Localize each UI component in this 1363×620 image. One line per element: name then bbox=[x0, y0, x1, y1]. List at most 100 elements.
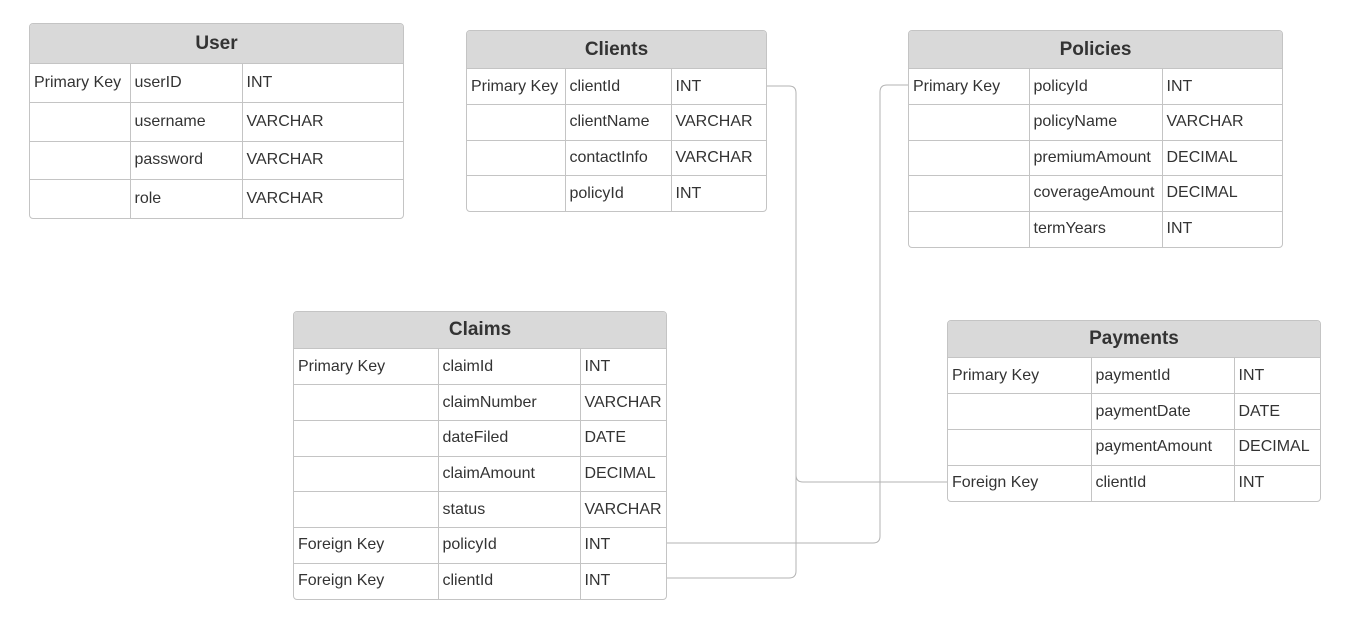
field-name-cell: policyName bbox=[1029, 104, 1163, 141]
connector-payments-clientid-to-clients bbox=[795, 474, 947, 483]
field-type-cell: DECIMAL bbox=[1162, 175, 1282, 212]
field-row[interactable]: Foreign Key clientId INT bbox=[294, 563, 666, 599]
field-type-cell: VARCHAR bbox=[671, 140, 766, 176]
field-row[interactable]: dateFiled DATE bbox=[294, 420, 666, 457]
field-type-cell: VARCHAR bbox=[580, 491, 666, 528]
field-row[interactable]: termYears INT bbox=[909, 211, 1282, 247]
entity-title: Payments bbox=[948, 321, 1320, 358]
field-row[interactable]: status VARCHAR bbox=[294, 491, 666, 528]
field-type-cell: VARCHAR bbox=[671, 104, 766, 141]
key-cell: Primary Key bbox=[30, 64, 131, 103]
field-type-cell: VARCHAR bbox=[246, 190, 324, 207]
field-row[interactable]: Foreign Key policyId INT bbox=[294, 527, 666, 564]
key-cell bbox=[294, 384, 439, 421]
field-type-cell: DECIMAL bbox=[580, 456, 666, 493]
field-table: Primary Key policyId INT policyName VARC… bbox=[909, 69, 1282, 247]
field-name-cell: role bbox=[130, 179, 243, 218]
key-cell bbox=[294, 456, 439, 493]
entity-title: Claims bbox=[294, 312, 666, 349]
field-name-cell: paymentAmount bbox=[1091, 429, 1235, 466]
field-type-cell: VARCHAR bbox=[242, 141, 403, 180]
field-table: Primary Key userID INT username VARCHAR … bbox=[30, 64, 403, 218]
field-type-cell: INT bbox=[675, 184, 702, 202]
field-row[interactable]: Primary Key paymentId INT bbox=[948, 358, 1320, 395]
field-type-cell: INT bbox=[1162, 69, 1282, 105]
entity-clients[interactable]: Clients Primary Key clientId INT clientN… bbox=[466, 30, 767, 212]
key-cell bbox=[30, 102, 131, 142]
field-name-cell: clientName bbox=[565, 104, 672, 141]
key-cell bbox=[30, 141, 131, 180]
field-row[interactable]: policyId INT bbox=[467, 175, 766, 211]
field-type-cell: DATE bbox=[1234, 393, 1320, 430]
entity-title: User bbox=[30, 24, 403, 64]
field-name-cell: dateFiled bbox=[438, 420, 581, 457]
field-row[interactable]: premiumAmount DECIMAL bbox=[909, 140, 1282, 176]
field-name-cell: paymentId bbox=[1091, 358, 1235, 395]
field-name-cell: paymentDate bbox=[1091, 393, 1235, 430]
field-name-cell: password bbox=[130, 141, 243, 180]
field-row[interactable]: password VARCHAR bbox=[30, 141, 403, 180]
field-type-cell: VARCHAR bbox=[1162, 104, 1282, 141]
key-cell bbox=[909, 140, 1030, 176]
key-cell bbox=[294, 420, 439, 457]
key-cell: Primary Key bbox=[294, 349, 439, 386]
field-row[interactable]: username VARCHAR bbox=[30, 102, 403, 142]
field-type-cell: INT bbox=[1166, 220, 1193, 237]
field-type-cell: DECIMAL bbox=[1162, 140, 1282, 176]
entity-payments[interactable]: Payments Primary Key paymentId INT payme… bbox=[947, 320, 1321, 502]
entity-claims[interactable]: Claims Primary Key claimId INT claimNumb… bbox=[293, 311, 667, 600]
key-cell bbox=[30, 179, 131, 218]
field-name-cell: userID bbox=[130, 64, 243, 103]
key-cell bbox=[909, 175, 1030, 212]
field-type-cell: INT bbox=[671, 69, 766, 105]
field-type-cell: INT bbox=[584, 572, 611, 590]
field-row[interactable]: claimNumber VARCHAR bbox=[294, 384, 666, 421]
key-cell: Foreign Key bbox=[294, 527, 439, 564]
key-cell: Foreign Key bbox=[948, 465, 1092, 501]
entity-title: Policies bbox=[909, 31, 1282, 69]
field-table: Primary Key paymentId INT paymentDate DA… bbox=[948, 358, 1320, 501]
field-name-cell: premiumAmount bbox=[1029, 140, 1163, 176]
field-type-cell: INT bbox=[580, 349, 666, 386]
key-cell bbox=[467, 104, 566, 141]
field-name-cell: claimAmount bbox=[438, 456, 581, 493]
field-name-cell: claimId bbox=[438, 349, 581, 386]
field-name-cell: policyId bbox=[565, 175, 672, 211]
field-row[interactable]: role VARCHAR bbox=[30, 179, 403, 218]
key-cell: Primary Key bbox=[948, 358, 1092, 395]
field-type-cell: INT bbox=[242, 64, 403, 103]
key-cell bbox=[948, 429, 1092, 466]
field-table: Primary Key claimId INT claimNumber VARC… bbox=[294, 349, 666, 599]
key-cell: Primary Key bbox=[467, 69, 566, 105]
key-cell: Primary Key bbox=[909, 69, 1030, 105]
field-row[interactable]: policyName VARCHAR bbox=[909, 104, 1282, 141]
field-name-cell: termYears bbox=[1029, 211, 1163, 247]
field-name-cell: contactInfo bbox=[565, 140, 672, 176]
field-type-cell: INT bbox=[1234, 358, 1320, 395]
field-row[interactable]: clientName VARCHAR bbox=[467, 104, 766, 141]
field-row[interactable]: coverageAmount DECIMAL bbox=[909, 175, 1282, 212]
field-name-cell: policyId bbox=[1029, 69, 1163, 105]
key-cell bbox=[294, 491, 439, 528]
field-type-cell: DATE bbox=[580, 420, 666, 457]
field-row[interactable]: Foreign Key clientId INT bbox=[948, 465, 1320, 501]
field-type-cell: DECIMAL bbox=[1234, 429, 1320, 466]
field-row[interactable]: paymentAmount DECIMAL bbox=[948, 429, 1320, 466]
field-row[interactable]: Primary Key userID INT bbox=[30, 64, 403, 103]
field-row[interactable]: Primary Key claimId INT bbox=[294, 349, 666, 386]
entity-user[interactable]: User Primary Key userID INT username VAR… bbox=[29, 23, 404, 219]
field-row[interactable]: contactInfo VARCHAR bbox=[467, 140, 766, 176]
field-type-cell: VARCHAR bbox=[242, 102, 403, 142]
field-name-cell: clientId bbox=[565, 69, 672, 105]
field-row[interactable]: paymentDate DATE bbox=[948, 393, 1320, 430]
field-name-cell: username bbox=[130, 102, 243, 142]
key-cell bbox=[909, 211, 1030, 247]
field-type-cell: VARCHAR bbox=[580, 384, 666, 421]
field-row[interactable]: Primary Key clientId INT bbox=[467, 69, 766, 105]
entity-policies[interactable]: Policies Primary Key policyId INT policy… bbox=[908, 30, 1283, 248]
field-name-cell: clientId bbox=[438, 563, 581, 599]
field-name-cell: claimNumber bbox=[438, 384, 581, 421]
field-row[interactable]: claimAmount DECIMAL bbox=[294, 456, 666, 493]
field-row[interactable]: Primary Key policyId INT bbox=[909, 69, 1282, 105]
field-name-cell: policyId bbox=[438, 527, 581, 564]
